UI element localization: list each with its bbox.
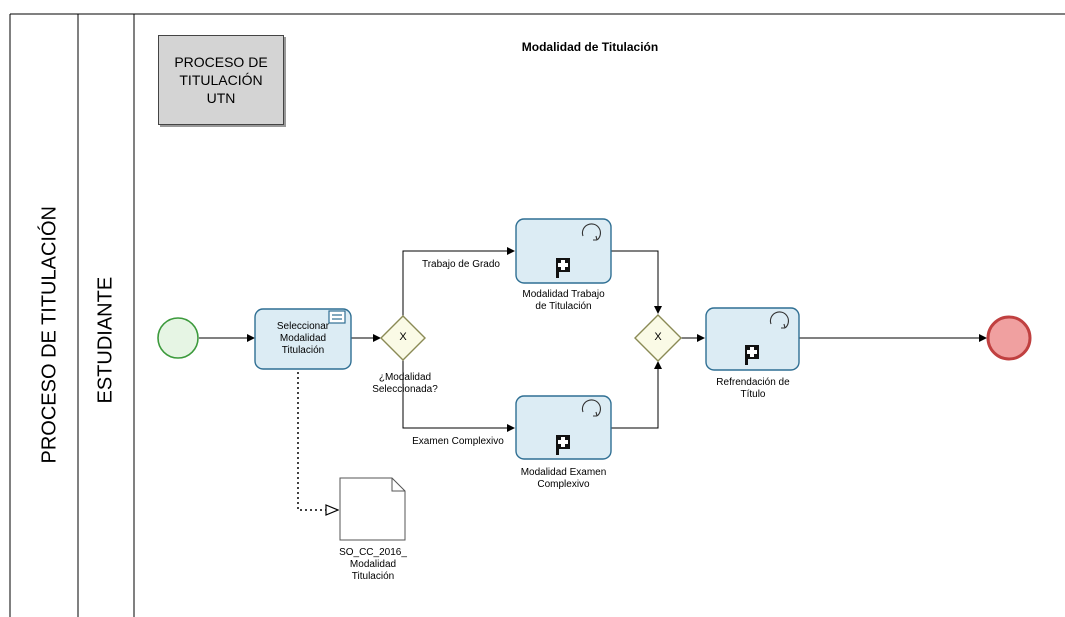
sequence-flows [199, 247, 987, 432]
gateway-join[interactable] [634, 314, 682, 362]
end-event[interactable] [986, 315, 1032, 361]
flow-gateway-to-trabajo [402, 247, 515, 316]
diagram-title: Modalidad de Titulación [521, 40, 659, 54]
subprocess-trabajo-titulacion[interactable] [515, 218, 612, 284]
gateway-split[interactable] [380, 315, 426, 361]
gateway-split-mark: X [399, 331, 407, 343]
collapsed-subprocess-icon [556, 435, 570, 455]
start-event[interactable] [157, 317, 199, 359]
annotation-note: PROCESO DE TITULACIÓN UTN [158, 35, 284, 125]
flow-examen-to-join [611, 361, 662, 429]
subprocess-examen-complexivo[interactable] [515, 395, 612, 460]
task-label-refrendacion: Refrendación de Título [716, 377, 790, 400]
loop-icon [581, 399, 601, 417]
loop-icon [581, 223, 601, 241]
gateway-join-mark: X [654, 331, 662, 343]
subprocess-refrendacion-titulo[interactable] [705, 307, 800, 371]
pool-frame [9, 13, 1065, 617]
task-label-seleccionar: Seleccionar Modalidad Titulación [276, 321, 330, 356]
collapsed-subprocess-icon [556, 258, 570, 278]
flow-trabajo-to-join [611, 250, 662, 314]
data-object-label: SO_CC_2016_ Modalidad Titulación [339, 547, 407, 582]
flow-label-trabajo: Trabajo de Grado [421, 259, 500, 270]
user-task-icon [328, 310, 346, 324]
flow-label-examen: Examen Complexivo [412, 436, 504, 447]
loop-icon [769, 311, 789, 329]
task-label-trabajo: Modalidad Trabajo de Titulación [522, 289, 605, 312]
lane-label: ESTUDIANTE [94, 276, 117, 404]
gateway-question: ¿Modalidad Seleccionada? [372, 372, 438, 395]
flow-gateway-to-examen [402, 360, 515, 432]
data-association [297, 372, 338, 510]
annotation-text: PROCESO DE TITULACIÓN UTN [174, 54, 268, 106]
data-object[interactable] [339, 477, 406, 541]
pool-label: PROCESO DE TITULACIÓN [38, 206, 61, 464]
task-seleccionar-modalidad[interactable] [254, 308, 352, 370]
collapsed-subprocess-icon [745, 345, 759, 365]
task-label-examen: Modalidad Examen Complexivo [520, 467, 607, 490]
